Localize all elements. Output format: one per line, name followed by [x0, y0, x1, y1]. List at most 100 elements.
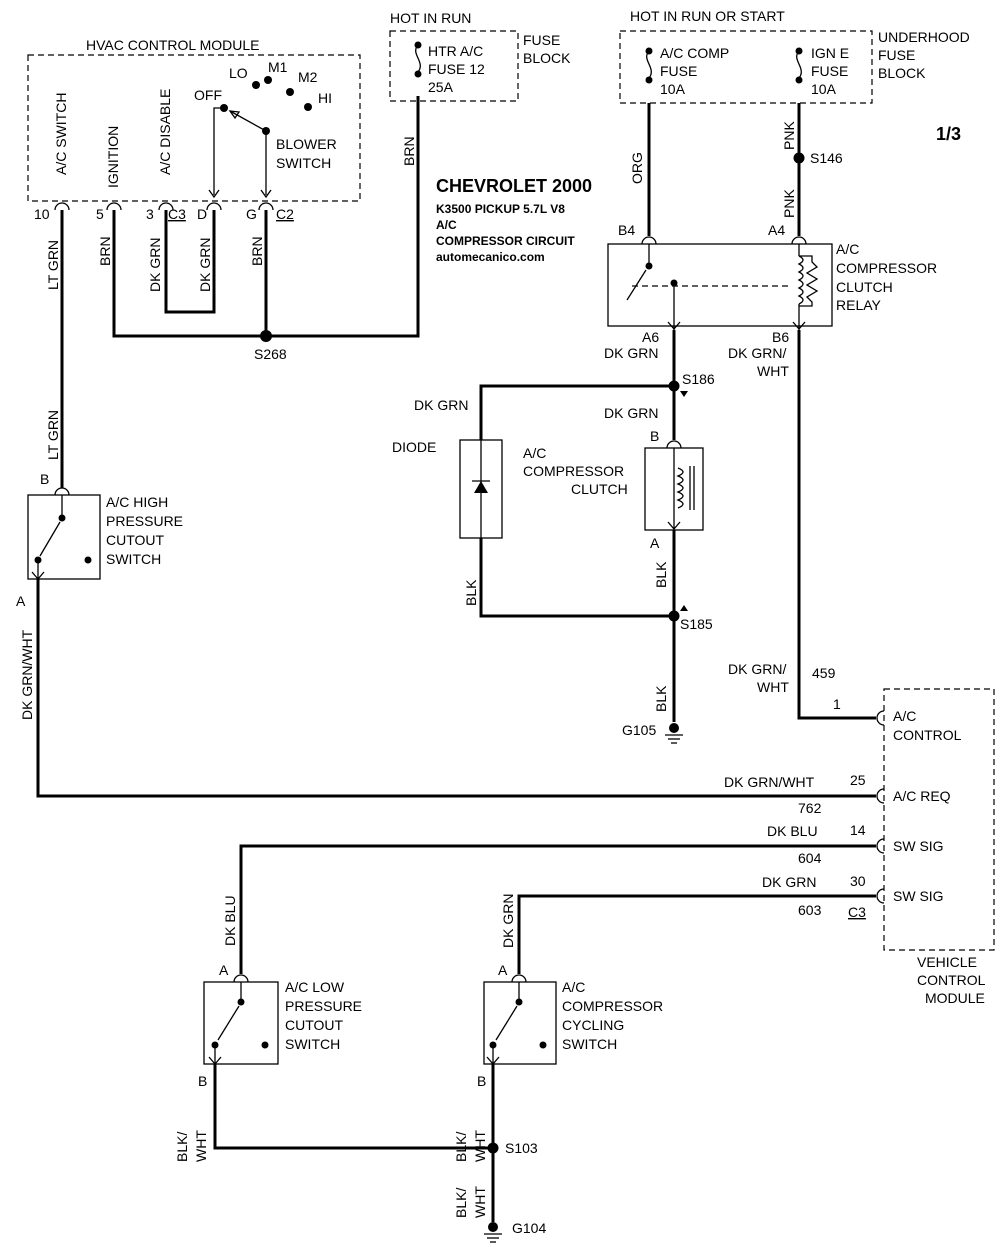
pin-d-connector	[206, 202, 222, 211]
vcm-pin-25-label: 25	[850, 772, 866, 788]
circuit-762-label: 762	[798, 800, 822, 816]
cycling-switch-label-4: SWITCH	[562, 1036, 617, 1052]
high-switch-arm	[39, 521, 61, 557]
vcm-sw-sig-label-1: SW SIG	[893, 838, 944, 854]
clutch-a-label: A	[650, 535, 660, 551]
clutch-b-connector	[666, 440, 682, 449]
hot-in-run-label: HOT IN RUN	[390, 10, 471, 26]
pnk-wire-label-1: PNK	[781, 121, 797, 150]
s185-label: S185	[680, 616, 713, 632]
underhood-label-1: UNDERHOOD	[878, 29, 970, 45]
diode-label: DIODE	[392, 439, 436, 455]
vcm-pin-14-label: 14	[850, 822, 866, 838]
blk-wire-label-3: BLK	[653, 685, 669, 712]
lt-grn-wire-label-2: LT GRN	[45, 410, 61, 460]
ground-g104-icon	[484, 1233, 502, 1243]
low-switch-label-2: PRESSURE	[285, 998, 362, 1014]
s146-label: S146	[810, 150, 843, 166]
pin-d-label: D	[197, 206, 207, 222]
blower-lo-contact	[252, 81, 260, 89]
vcm-pin-30-connector	[876, 888, 885, 904]
vcm-label-2: CONTROL	[917, 972, 986, 988]
fuse-12-icon	[415, 44, 421, 73]
ac-disable-label: A/C DISABLE	[157, 89, 173, 175]
dk-grn-wire-label-4: DK GRN	[414, 397, 468, 413]
c3-connector-label: C3	[168, 206, 186, 222]
dk-blu-wire-label-2: DK BLU	[222, 895, 238, 946]
splice-s103	[487, 1142, 499, 1154]
relay-coil-icon	[797, 255, 804, 305]
pin-5-label: 5	[96, 206, 104, 222]
brn-wire-label-3: BRN	[401, 136, 417, 166]
m2-label: M2	[298, 69, 318, 85]
dk-grn-wht-wire-label-1: DK GRN/	[728, 345, 786, 361]
dk-grn-wht-459-wire	[797, 330, 876, 720]
dk-grn-wire-label-1: DK GRN	[147, 238, 163, 292]
vcm-label-1: VEHICLE	[917, 954, 977, 970]
low-switch-contact-top	[237, 998, 245, 1006]
vcm-ac-control-label-1: A/C	[893, 708, 916, 724]
ac-comp-fuse-icon	[646, 50, 652, 79]
dk-blu-wire-label-1: DK BLU	[767, 823, 818, 839]
s185-marker-icon	[680, 605, 688, 611]
diagram-circuit: COMPRESSOR CIRCUIT	[436, 234, 575, 248]
fuse-12-label-3: 25A	[428, 79, 454, 95]
cycling-switch-b-label: B	[477, 1073, 486, 1089]
s186-label: S186	[682, 371, 715, 387]
vcm-pin-1-label: 1	[833, 696, 841, 712]
lt-grn-wire-label-1: LT GRN	[45, 240, 61, 290]
relay-b6-arrow-icon	[792, 321, 806, 330]
blk-wht-wire-label-3a: BLK/	[453, 1188, 469, 1218]
low-switch-label-1: A/C LOW	[285, 979, 345, 995]
relay-a4-connector	[791, 236, 807, 245]
ac-comp-fuse-label-2: FUSE	[660, 63, 697, 79]
dk-blu-604-wire	[239, 844, 876, 974]
low-switch-contact-open	[261, 1041, 269, 1049]
ignition-label: IGNITION	[105, 126, 121, 188]
off-label: OFF	[194, 87, 222, 103]
org-wire-label: ORG	[629, 152, 645, 184]
high-switch-label-4: SWITCH	[106, 551, 161, 567]
clutch-b-label: B	[650, 428, 659, 444]
hi-label: HI	[318, 90, 332, 106]
page-number: 1/3	[936, 124, 961, 144]
c2-connector-label: C2	[276, 206, 294, 222]
dk-grn-diode-wire	[479, 384, 674, 440]
blk-diode-wire	[479, 538, 674, 618]
blower-switch-label-1: BLOWER	[276, 136, 337, 152]
low-switch-a-connector	[233, 974, 249, 983]
high-switch-box	[27, 494, 101, 580]
hot-in-run-or-start-label: HOT IN RUN OR START	[630, 8, 785, 24]
dk-grn-wht-wire-label-4: DK GRN/WHT	[724, 774, 815, 790]
cycling-switch-a-connector	[511, 974, 527, 983]
ac-comp-fuse-bottom-dot	[645, 76, 653, 84]
wht-wire-label-1: WHT	[757, 363, 789, 379]
vcm-box	[883, 688, 995, 951]
clutch-coil-icon	[676, 467, 684, 509]
ac-switch-label: A/C SWITCH	[53, 93, 69, 175]
cycling-switch-contact-top	[515, 998, 523, 1006]
hvac-module-box	[27, 54, 361, 202]
lo-label: LO	[229, 65, 248, 81]
relay-a6-label: A6	[642, 329, 659, 345]
ign-e-fuse-icon	[796, 50, 802, 79]
s268-label: S268	[254, 346, 287, 362]
high-switch-a-label: A	[16, 593, 26, 609]
cycling-switch-arm	[495, 1005, 518, 1041]
ac-comp-fuse-label-3: 10A	[660, 81, 686, 97]
dk-grn-wire-label-7: DK GRN	[500, 894, 516, 948]
low-switch-b-label: B	[198, 1073, 207, 1089]
vcm-c3-label: C3	[848, 904, 866, 920]
vcm-ac-req-label: A/C REQ	[893, 788, 951, 804]
blk-wht-wire-label-3b: WHT	[472, 1186, 488, 1218]
high-switch-label-2: PRESSURE	[106, 513, 183, 529]
relay-label-1: A/C	[836, 241, 859, 257]
clutch-label-3: CLUTCH	[571, 481, 628, 497]
relay-a6-arrow-icon	[667, 321, 681, 330]
cycling-switch-label-1: A/C	[562, 979, 585, 995]
blower-hi-contact	[304, 103, 312, 111]
vcm-pin-30-label: 30	[850, 873, 866, 889]
blk-wht-low-wire	[213, 1064, 493, 1150]
circuit-459-label: 459	[812, 665, 836, 681]
